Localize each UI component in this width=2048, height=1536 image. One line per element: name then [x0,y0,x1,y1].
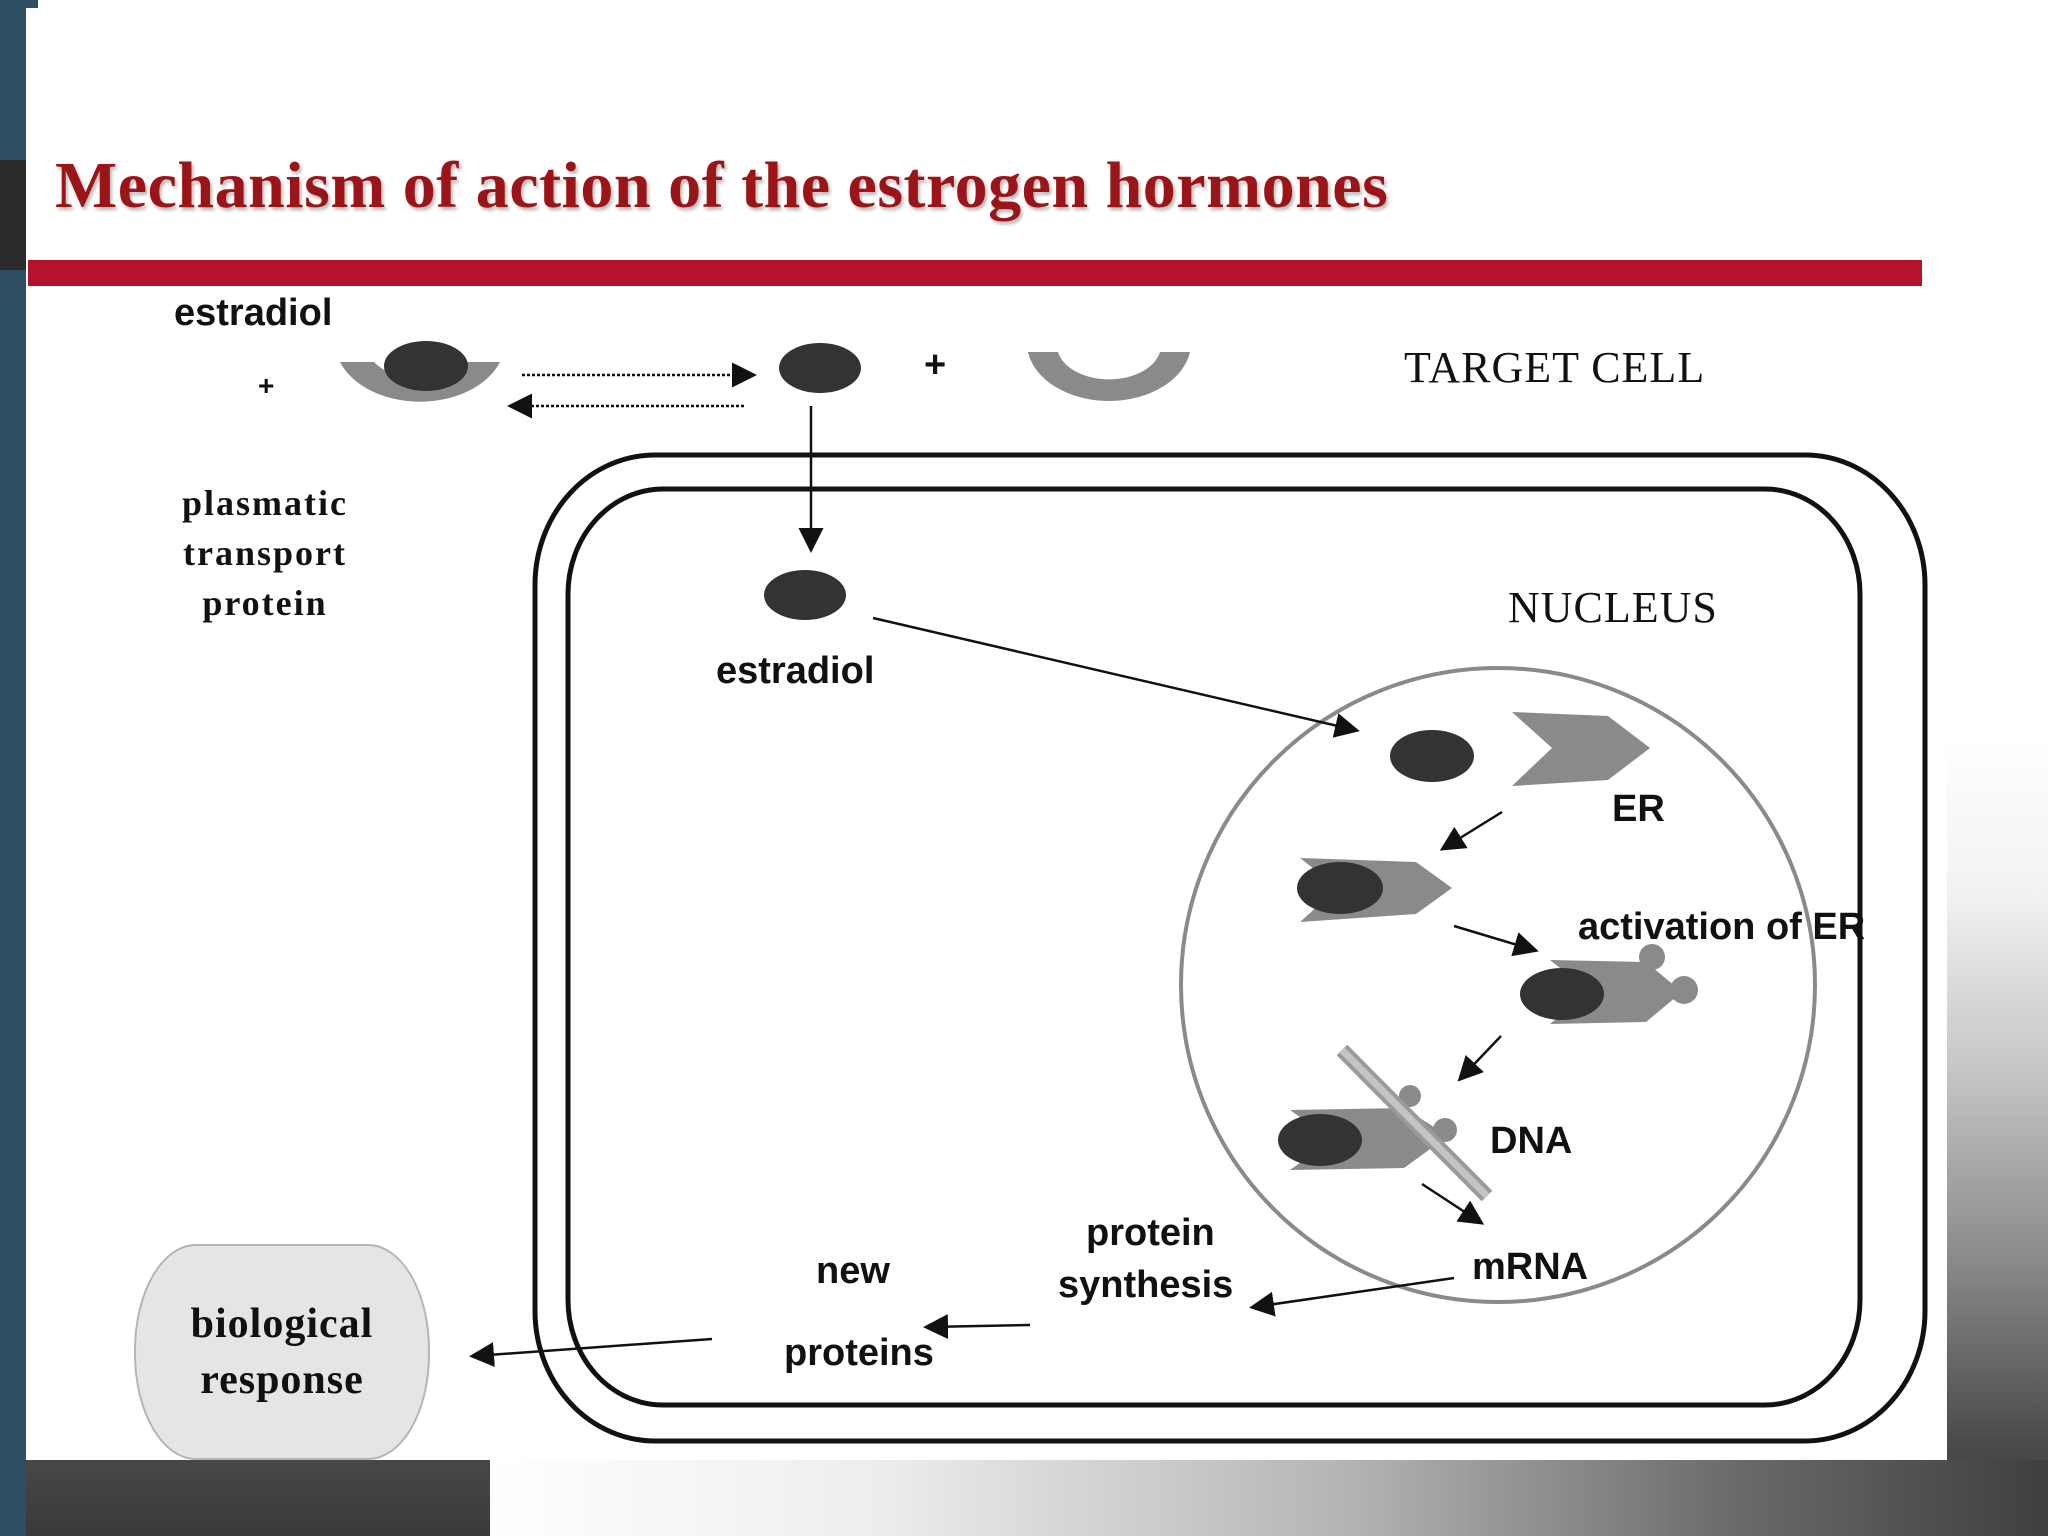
dna-bound-estradiol-molecule [1278,1114,1362,1166]
bound-estradiol-molecule [1297,862,1383,914]
intracellular-estradiol-molecule [764,570,846,620]
activation-label: activation of ER [1578,906,1866,948]
new-proteins-arrow [923,1314,1031,1340]
free-estradiol-molecule [779,343,861,393]
estradiol-bound-molecule [384,341,468,391]
target-cell-label: TARGET CELL [1404,343,1706,392]
phosphate-group-2 [1670,976,1698,1004]
nucleus-label: NUCLEUS [1508,583,1718,632]
biological-response-line-1: biological [190,1301,374,1347]
left-accent-block [0,160,26,270]
new-label: new [816,1250,890,1292]
plus-sign-left: + [258,370,275,401]
transport-protein-complex [340,341,500,402]
transport-protein-label-line-1: plasmatic [182,483,348,523]
cell-membrane-inner [565,486,1863,1408]
transport-protein-label-line-3: protein [202,583,328,623]
protein-label: protein [1086,1212,1215,1254]
proteins-label: proteins [784,1332,934,1374]
dna-strand-highlight [1339,1047,1490,1199]
top-corner-mark [26,0,38,8]
bottom-gradient-band [490,1460,2048,1536]
transcription-arrow [1421,1182,1485,1225]
to-nucleus-arrow [872,616,1360,738]
transport-protein-label-line-2: transport [183,533,347,573]
dna-binding-arrow [1457,1035,1502,1082]
estradiol-top-label: estradiol [174,292,333,334]
dna-label: DNA [1490,1120,1573,1162]
transport-protein-label: plasmatic transport protein [160,478,370,628]
er-label: ER [1612,788,1665,830]
nuclear-estradiol-molecule [1390,730,1474,782]
synthesis-label: synthesis [1058,1264,1234,1306]
activation-arrow [1453,924,1539,957]
translation-arrow [1249,1276,1455,1317]
slide-title: Mechanism of action of the estrogen horm… [55,149,1389,222]
title-underline [28,260,1922,286]
cell-membrane-outer [532,452,1928,1444]
mrna-label: mRNA [1472,1246,1589,1288]
biological-response-line-2: response [200,1357,364,1403]
biological-response-box: biological response [134,1244,430,1460]
phosphate-group-1 [1639,944,1665,970]
response-arrow [469,1337,713,1368]
er-receptor-shape [1512,712,1650,786]
free-transport-protein [1028,352,1190,401]
dna-phosphate-group-2 [1433,1118,1457,1142]
dna-phosphate-group-1 [1399,1085,1421,1107]
binding-arrow [1439,810,1503,851]
plus-sign-right: + [924,344,947,386]
estradiol-inside-label: estradiol [716,650,875,692]
activated-estradiol-molecule [1520,968,1604,1020]
nucleus-envelope [1179,666,1817,1304]
